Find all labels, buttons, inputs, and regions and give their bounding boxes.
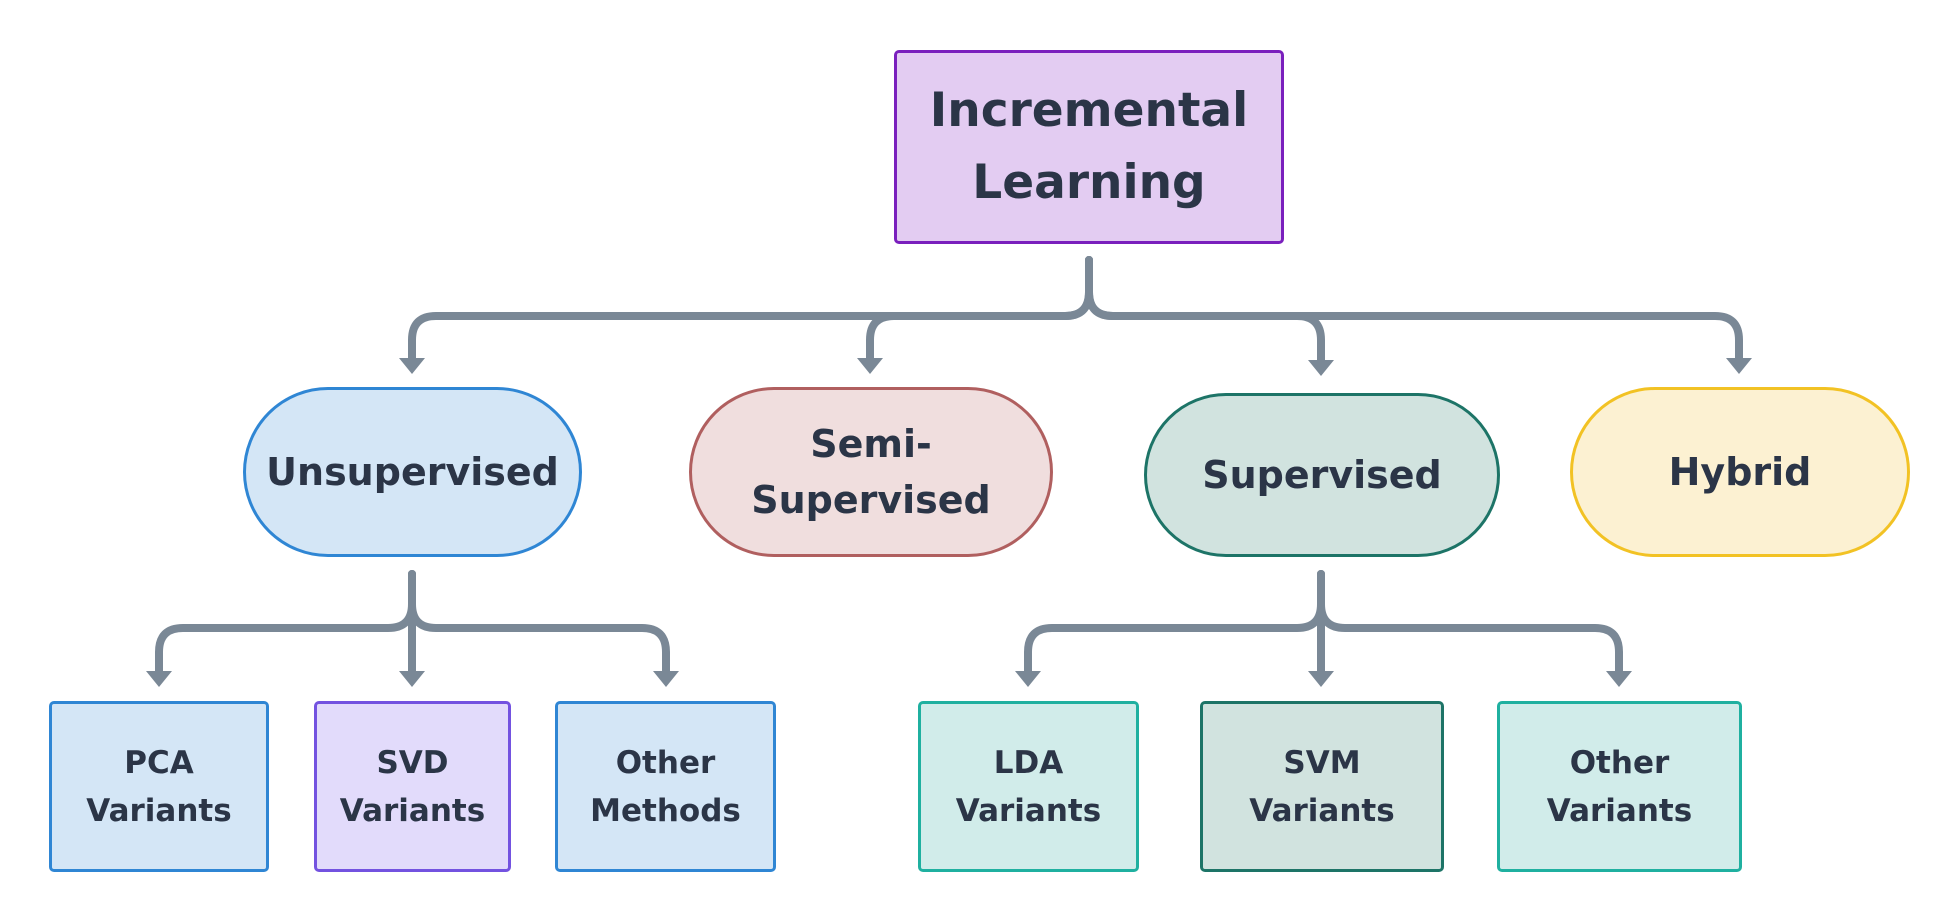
arrowhead-svd [399,671,425,687]
connector-root-semi-supervised [866,256,1093,366]
root-node-incremental-learning: Incremental Learning [894,50,1284,244]
category-label: Unsupervised [266,450,559,494]
arrowhead-hybrid [1726,358,1752,374]
category-label: Supervised [1202,453,1442,497]
leaf-label: PCA Variants [86,744,232,829]
leaf-node-pca-variants: PCA Variants [49,701,269,872]
arrowhead-pca [146,671,172,687]
connector-supervised-other [1317,570,1623,678]
leaf-label: SVD Variants [339,744,486,829]
arrowhead-lda [1015,671,1041,687]
arrowhead-other-variants [1606,671,1632,687]
category-node-hybrid: Hybrid [1570,387,1910,557]
arrowhead-semi-supervised [857,358,883,374]
connector-root-hybrid [1085,256,1743,366]
arrowhead-other-methods [653,671,679,687]
connector-supervised-lda [1024,570,1325,678]
root-label: Incremental Learning [929,83,1249,210]
category-label: Semi- Supervised [751,422,991,522]
leaf-label: SVM Variants [1249,744,1395,829]
connector-unsupervised-other [408,570,670,678]
leaf-node-other-methods: Other Methods [555,701,776,872]
category-node-supervised: Supervised [1144,393,1500,557]
leaf-node-svm-variants: SVM Variants [1200,701,1444,872]
connector-root-supervised [1085,256,1325,366]
leaf-node-lda-variants: LDA Variants [918,701,1139,872]
arrowhead-unsupervised [399,358,425,374]
arrowhead-supervised [1308,360,1334,376]
arrowhead-svm [1308,671,1334,687]
category-node-semi-supervised: Semi- Supervised [689,387,1053,557]
leaf-node-svd-variants: SVD Variants [314,701,511,872]
connector-root-unsupervised [408,256,1093,366]
leaf-label: Other Methods [590,744,741,829]
leaf-label: LDA Variants [955,744,1102,829]
leaf-label: Other Variants [1546,744,1693,829]
connector-unsupervised-pca [155,570,416,678]
leaf-node-other-variants: Other Variants [1497,701,1742,872]
category-label: Hybrid [1668,450,1812,494]
category-node-unsupervised: Unsupervised [243,387,582,557]
